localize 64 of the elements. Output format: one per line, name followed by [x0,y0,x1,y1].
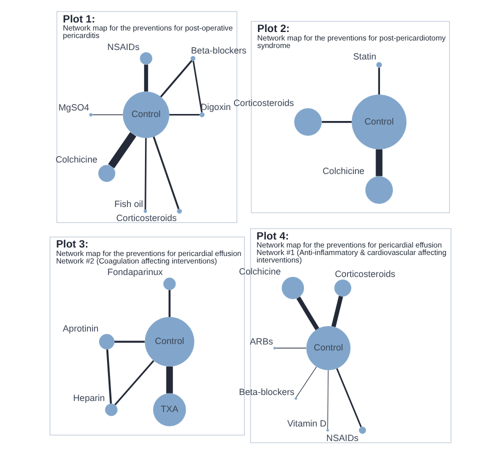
node-circle: TXA [152,393,186,426]
node-circle [98,164,115,182]
connector [144,64,148,92]
node-circle [199,112,204,118]
node-circle [334,280,351,297]
connector [114,360,154,406]
node-circle [98,334,114,350]
connector [168,114,200,116]
connector [160,60,192,98]
connector [106,349,112,404]
node-label: Corticosteroids [116,212,176,223]
node-label: Fish oil [114,199,143,210]
node-circle [358,426,366,434]
node-circle [376,62,382,68]
node-label: Beta-blockers [190,46,246,56]
connector [326,370,328,430]
node-circle [190,56,195,61]
connector [321,121,352,123]
node-circle [139,52,152,65]
connector [375,149,382,176]
node-label: Corticosteroids [233,98,294,108]
node-circle [162,278,176,290]
connector [166,366,172,394]
connector [296,296,319,330]
node-circle [294,397,297,400]
node-label: Statin [352,52,376,62]
node-circle: Control [144,316,194,366]
connector [152,136,179,210]
node-circle [364,176,392,204]
node-label: Colchicine [322,166,364,176]
node-label: Aprotinin [62,324,98,334]
node-label: MgSO4 [58,102,89,113]
connector [378,68,380,95]
connector [108,132,136,168]
node-circle [294,108,322,136]
node-circle [281,276,304,300]
connector [192,60,202,112]
node-label: Corticosteroids [334,269,395,280]
node-circle [88,113,92,116]
node-label: Colchicine [55,154,97,165]
connector [114,340,144,343]
node-circle: Control [351,94,406,150]
node-circle [104,404,118,416]
connector [275,348,306,349]
node-label: Beta-blockers [238,386,294,397]
connector [168,290,170,318]
node-label: NSAIDs [326,432,358,443]
node-label: NSAIDs [106,42,140,52]
node-label: Vitamin D [286,418,326,429]
node-label: ARBs [249,336,273,346]
connector [295,366,316,398]
connector [144,138,146,210]
node-circle [326,428,328,432]
node-circle [272,346,276,350]
node-label: Colchicine [238,266,280,276]
node-circle [143,210,147,213]
connector [330,296,343,328]
node-label: Fondaparinux [106,267,162,278]
node-label: Heparin [72,393,104,404]
node-circle: Control [122,92,169,138]
connector [92,114,123,116]
node-circle: Control [306,326,350,370]
connector [336,368,362,428]
node-circle [176,208,182,214]
